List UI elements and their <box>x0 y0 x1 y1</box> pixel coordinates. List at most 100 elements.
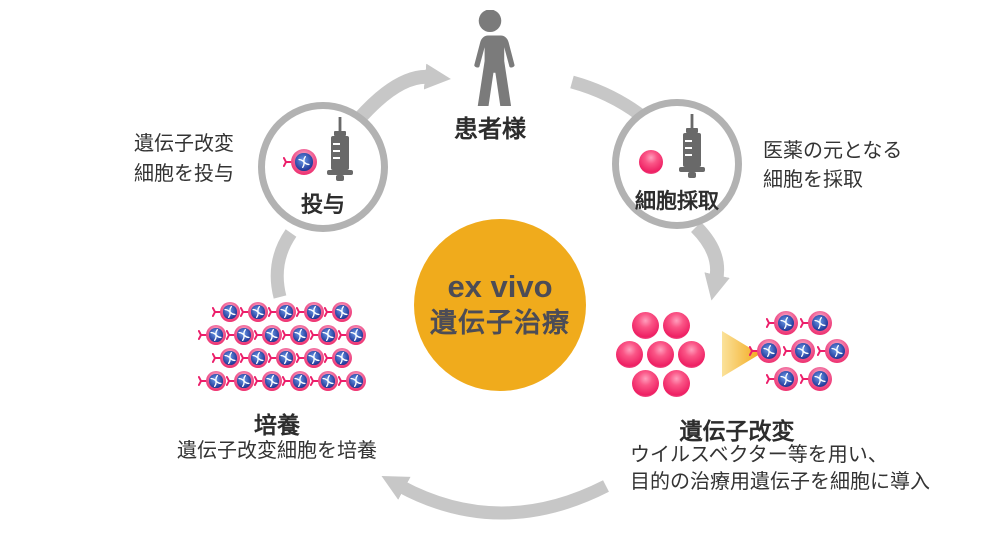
cell-membrane <box>318 325 338 345</box>
cell-nucleus <box>251 305 265 319</box>
collected-cells-group <box>614 312 707 399</box>
cell-nucleus <box>321 328 335 342</box>
gene-modified-cell-icon <box>283 149 317 175</box>
virus-vector-spike-icon <box>226 330 235 340</box>
virus-vector-spike-icon <box>310 330 319 340</box>
connector-patient-to-collect <box>570 75 647 123</box>
step-circle-collect: 細胞採取 <box>612 99 742 229</box>
cell-nucleus <box>209 328 223 342</box>
cell-row <box>614 370 707 397</box>
cell-row <box>614 341 707 368</box>
dna-icon <box>322 329 334 341</box>
dosing-note: 遺伝子改変 細胞を投与 <box>104 129 264 189</box>
cell-membrane <box>304 302 324 322</box>
cell-membrane <box>206 325 226 345</box>
virus-vector-spike-icon <box>283 157 292 167</box>
cell-membrane <box>291 149 317 175</box>
dna-icon <box>322 375 334 387</box>
virus-vector-spike-icon <box>338 376 347 386</box>
cell-row <box>748 339 850 363</box>
dna-icon <box>238 375 250 387</box>
virus-vector-spike-icon <box>817 346 826 356</box>
dna-icon <box>210 329 222 341</box>
dna-icon <box>294 375 306 387</box>
dna-icon <box>797 345 809 357</box>
modified-cells-group <box>748 311 850 395</box>
virus-vector-spike-icon <box>296 307 305 317</box>
modify-desc-line1: ウイルスベクター等を用い、 <box>630 444 888 466</box>
modify-title: 遺伝子改変 <box>679 418 795 444</box>
cell-nucleus <box>237 328 251 342</box>
cell-row <box>748 367 850 391</box>
culture-cells-grid <box>182 302 382 394</box>
virus-vector-spike-icon <box>749 346 758 356</box>
cell-membrane <box>774 311 798 335</box>
cell-membrane <box>757 339 781 363</box>
cell-nucleus <box>265 328 279 342</box>
patient-label: 患者様 <box>454 116 526 143</box>
cell-nucleus <box>349 328 363 342</box>
dna-icon <box>280 306 292 318</box>
cell-membrane <box>262 371 282 391</box>
arrow-collect-to-cells <box>690 222 730 301</box>
cell-nucleus <box>223 351 237 365</box>
dna-icon <box>831 345 843 357</box>
dna-icon <box>780 373 792 385</box>
dna-icon <box>336 352 348 364</box>
cell-membrane <box>220 348 240 368</box>
syringe-icon <box>679 114 705 178</box>
cell-nucleus <box>829 343 845 359</box>
gene-modified-cell-icon <box>240 302 268 322</box>
cell-nucleus <box>307 305 321 319</box>
gene-modified-cell-icon <box>198 325 226 345</box>
gene-modified-cell-icon <box>800 367 832 391</box>
cell-membrane <box>262 325 282 345</box>
dosing-cell-slot <box>283 149 317 175</box>
virus-vector-spike-icon <box>254 330 263 340</box>
cell-membrane <box>248 348 268 368</box>
dna-icon <box>308 306 320 318</box>
dna-icon <box>224 352 236 364</box>
gene-modified-cell-icon <box>212 302 240 322</box>
cell-nucleus <box>307 351 321 365</box>
right-triangle-arrow-icon <box>722 331 760 377</box>
cell-nucleus <box>795 343 811 359</box>
virus-vector-spike-icon <box>766 374 775 384</box>
cell-nucleus <box>293 328 307 342</box>
virus-vector-spike-icon <box>296 353 305 363</box>
virus-vector-spike-icon <box>282 376 291 386</box>
virus-vector-spike-icon <box>800 374 809 384</box>
step-circle-dosing: 投与 <box>258 102 388 232</box>
dosing-note-line2: 細胞を投与 <box>134 163 234 185</box>
cell-nucleus <box>279 351 293 365</box>
cell-nucleus <box>295 153 313 171</box>
cell-icon <box>631 312 659 339</box>
cell-membrane <box>206 371 226 391</box>
gene-modified-cell-icon <box>226 371 254 391</box>
cell-membrane <box>332 302 352 322</box>
virus-vector-spike-icon <box>282 330 291 340</box>
cell-nucleus <box>335 351 349 365</box>
cell-membrane <box>276 302 296 322</box>
gene-modified-cell-icon <box>296 348 324 368</box>
virus-vector-spike-icon <box>800 318 809 328</box>
virus-vector-spike-icon <box>198 330 207 340</box>
cell-row <box>182 371 382 391</box>
dna-icon <box>266 329 278 341</box>
cell-nucleus <box>265 374 279 388</box>
gene-modified-cell-icon <box>749 339 781 363</box>
gene-modified-cell-icon <box>198 371 226 391</box>
cell-membrane <box>304 348 324 368</box>
cell-nucleus <box>209 374 223 388</box>
cell-membrane <box>808 367 832 391</box>
gene-modified-cell-icon <box>800 311 832 335</box>
cell-membrane <box>290 325 310 345</box>
person-icon <box>474 10 515 107</box>
gene-modified-cell-icon <box>817 339 849 363</box>
cell-membrane <box>234 325 254 345</box>
cell-nucleus <box>349 374 363 388</box>
cell-nucleus <box>761 343 777 359</box>
cell-nucleus <box>778 315 794 331</box>
cell-icon <box>678 341 705 368</box>
